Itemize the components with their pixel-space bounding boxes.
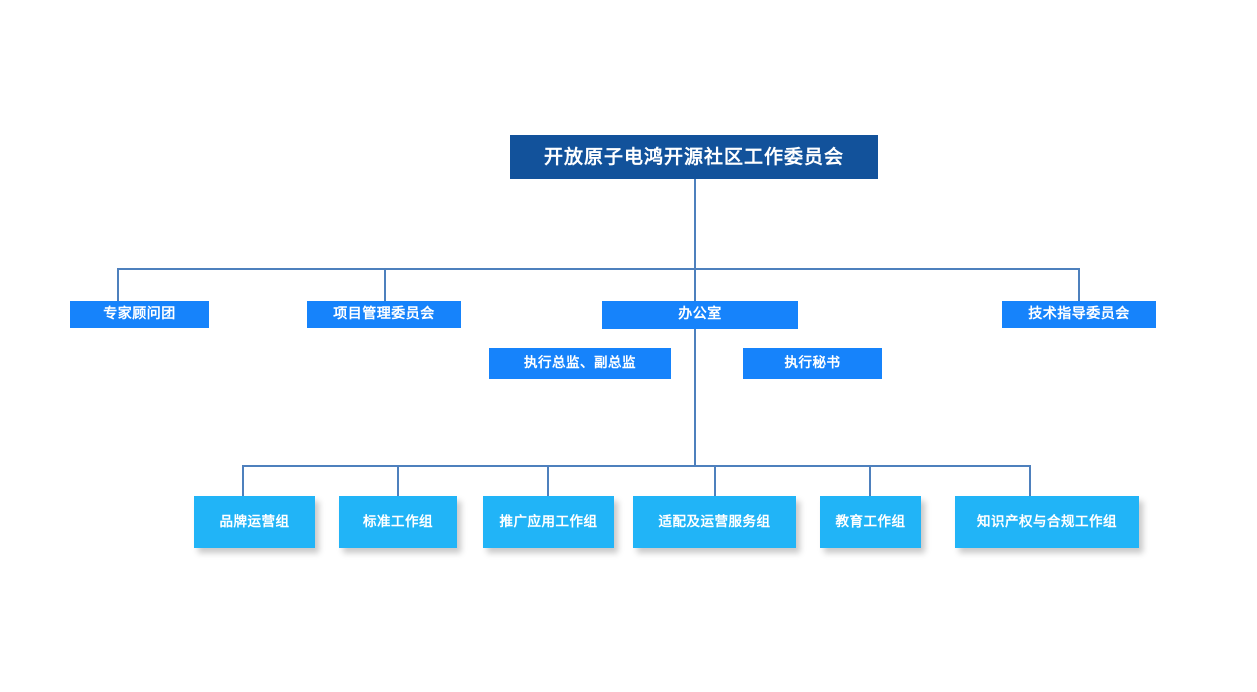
node-brand-operations-group[interactable]: 品牌运营组 [194,496,315,548]
node-promotion-application-working-group[interactable]: 推广应用工作组 [483,496,614,548]
connector-drop-tech-guidance [1078,268,1080,301]
node-office-label: 办公室 [678,306,722,323]
connector-drop-education [869,465,871,496]
node-executive-secretary[interactable]: 执行秘书 [743,348,882,379]
connector-drop-project-management [384,268,386,301]
connector-drop-standards [397,465,399,496]
node-education-working-group-label: 教育工作组 [835,513,906,530]
root-node-label: 开放原子电鸿开源社区工作委员会 [543,145,844,168]
node-ip-compliance-working-group-label: 知识产权与合规工作组 [977,513,1117,530]
node-executive-secretary-label: 执行秘书 [784,355,841,372]
connector-office-stem [694,329,696,466]
connector-drop-expert-advisory [117,268,119,301]
node-technical-guidance-committee-label: 技术指导委员会 [1028,305,1130,322]
connector-drop-ip-compliance [1029,465,1031,496]
node-expert-advisory-group-label: 专家顾问团 [103,305,176,322]
node-office[interactable]: 办公室 [602,301,798,329]
node-adaptation-operations-service-group[interactable]: 适配及运营服务组 [633,496,796,548]
node-standards-working-group[interactable]: 标准工作组 [339,496,457,548]
node-expert-advisory-group[interactable]: 专家顾问团 [70,301,209,328]
node-project-management-committee[interactable]: 项目管理委员会 [307,301,461,328]
connector-drop-promotion [547,465,549,496]
node-adaptation-operations-service-group-label: 适配及运营服务组 [658,513,771,530]
connector-level2-bus [117,268,1080,270]
connector-working-group-bus [242,465,1031,467]
node-promotion-application-working-group-label: 推广应用工作组 [499,513,598,530]
node-project-management-committee-label: 项目管理委员会 [333,305,435,322]
node-executive-director[interactable]: 执行总监、副总监 [489,348,671,379]
node-brand-operations-group-label: 品牌运营组 [219,513,290,530]
connector-root-stem [694,179,696,269]
connector-drop-office [694,268,696,301]
node-standards-working-group-label: 标准工作组 [363,513,433,530]
node-education-working-group[interactable]: 教育工作组 [820,496,921,548]
node-ip-compliance-working-group[interactable]: 知识产权与合规工作组 [955,496,1139,548]
root-node-committee[interactable]: 开放原子电鸿开源社区工作委员会 [510,135,878,179]
connector-drop-adaptation [714,465,716,496]
node-executive-director-label: 执行总监、副总监 [524,355,636,372]
connector-drop-brand-operations [242,465,244,496]
node-technical-guidance-committee[interactable]: 技术指导委员会 [1002,301,1156,328]
